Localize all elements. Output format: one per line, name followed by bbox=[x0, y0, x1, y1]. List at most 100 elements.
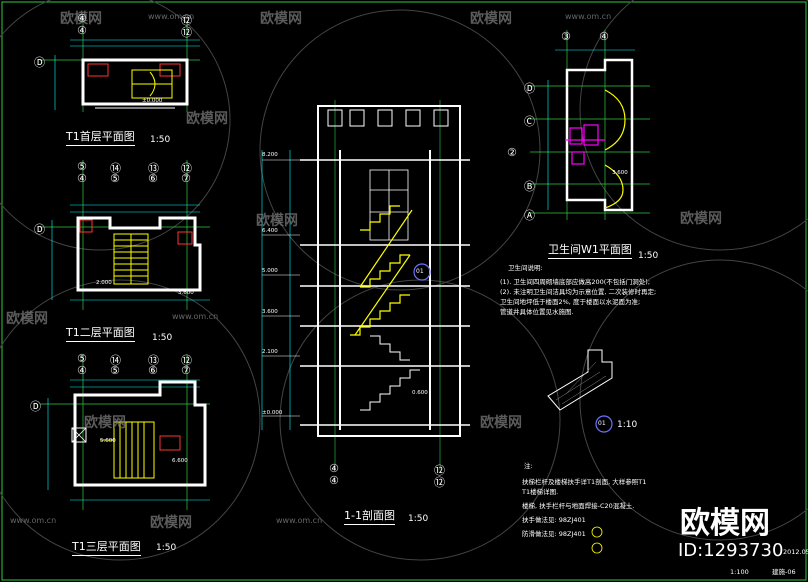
level-label: ±0.000 bbox=[142, 98, 163, 104]
axis-label: ④ bbox=[77, 364, 87, 377]
axis-label: ⑤ bbox=[77, 352, 87, 365]
brand-id: ID:1293730 bbox=[678, 540, 784, 561]
watermark-brand: 欧模网 bbox=[470, 11, 512, 27]
level-label: 3.600 bbox=[612, 170, 628, 176]
level-label: 5.600 bbox=[100, 438, 116, 444]
axis-label: ⑥ bbox=[148, 172, 158, 185]
detail-scale: 1:10 bbox=[617, 420, 638, 430]
third-floor-plan bbox=[40, 355, 210, 510]
level-label: 3.600 bbox=[178, 290, 194, 296]
axis-label: ⑤ bbox=[110, 172, 120, 185]
axis-label: ⑭ bbox=[110, 354, 121, 367]
watermark-url: www.om.cn bbox=[148, 12, 195, 21]
axis-label: Ⓐ bbox=[524, 209, 535, 222]
main-note-line: 楼梯, 扶手栏杆与地面焊接-C20混凝土. bbox=[522, 502, 635, 510]
axis-label: ⑤ bbox=[77, 160, 87, 173]
bathroom-plan bbox=[530, 30, 650, 220]
section-1-1 bbox=[261, 100, 470, 470]
level-label: 8.200 bbox=[262, 152, 278, 158]
watermark-brand: 欧模网 bbox=[256, 213, 298, 229]
level-label: 6.400 bbox=[262, 228, 278, 234]
main-notes-heading: 注: bbox=[524, 462, 533, 470]
second-floor-scale: 1:50 bbox=[152, 333, 173, 343]
bathroom-note-line: 管道井具体位置见水施图. bbox=[500, 308, 574, 316]
watermark-brand: 欧模网 bbox=[480, 415, 522, 431]
level-label: 6.600 bbox=[172, 458, 188, 464]
third-floor-title: T1三层平面图 bbox=[72, 538, 141, 556]
bathroom-notes-heading: 卫生间说明: bbox=[508, 264, 543, 272]
axis-label: Ⓓ bbox=[34, 223, 45, 236]
axis-label: ⑬ bbox=[148, 162, 159, 175]
bathroom-note-line: (2). 未注明卫生间洁具均为示意位置, 二次装修时再定; bbox=[500, 288, 657, 296]
axis-label: Ⓒ bbox=[524, 115, 535, 128]
watermark-brand: 欧模网 bbox=[60, 11, 102, 27]
brand-name: 欧模网 bbox=[680, 506, 770, 541]
axis-label: ⑫ bbox=[181, 162, 192, 175]
axis-label: ⑥ bbox=[148, 364, 158, 377]
second-floor-title: T1二层平面图 bbox=[66, 324, 135, 342]
third-floor-scale: 1:50 bbox=[156, 543, 177, 553]
level-label: 0.600 bbox=[412, 390, 428, 396]
watermark-brand: 欧模网 bbox=[260, 11, 302, 27]
watermark-url: www.om.cn bbox=[172, 312, 219, 321]
watermark-url: www.om.cn bbox=[10, 516, 57, 525]
axis-label: ② bbox=[507, 146, 517, 159]
level-label: 3.600 bbox=[262, 309, 278, 315]
second-floor-stair bbox=[113, 233, 149, 285]
section-stair bbox=[350, 205, 413, 336]
axis-label: ④ bbox=[77, 172, 87, 185]
axis-label: ③ bbox=[561, 30, 571, 43]
main-note-line: 扶梯栏杆及楼梯扶手详T1剖面, 大样参照T1 bbox=[522, 478, 647, 486]
axis-label: ⑫ bbox=[181, 14, 192, 27]
level-label: ±0.000 bbox=[262, 410, 283, 416]
axis-label: ④ bbox=[329, 462, 339, 475]
axis-label: ⑦ bbox=[181, 364, 191, 377]
bathroom-note-line: 卫生间地坪低于楼面2%, 度于楼面以水泥面为准; bbox=[500, 298, 641, 306]
axis-label: ⑤ bbox=[110, 364, 120, 377]
main-note-line: 防滑做法见: 98ZJ401 bbox=[522, 530, 586, 538]
axis-label: ⑫ bbox=[181, 354, 192, 367]
axis-label: ⑫ bbox=[181, 26, 192, 39]
watermark-brand: 欧模网 bbox=[84, 415, 126, 431]
first-floor-plan bbox=[40, 22, 200, 112]
watermark-url: www.om.cn bbox=[276, 516, 323, 525]
bathroom-note-line: (1). 卫生间四周砌墙底部应做高200(不包括门洞处); bbox=[500, 278, 651, 286]
title-block-scale: 1:100 bbox=[730, 568, 749, 576]
second-floor-plan bbox=[40, 160, 210, 310]
bathroom-scale: 1:50 bbox=[638, 251, 659, 261]
level-label: 2.000 bbox=[96, 280, 112, 286]
axis-label: Ⓓ bbox=[30, 400, 41, 413]
watermark-url: www.om.cn bbox=[565, 12, 612, 21]
axis-label: ⑫ bbox=[434, 464, 445, 477]
bathroom-title: 卫生间W1平面图 bbox=[548, 241, 632, 259]
axis-label: ④ bbox=[599, 30, 609, 43]
detail-mark: 01 bbox=[598, 420, 606, 427]
third-floor-stair bbox=[100, 421, 155, 479]
title-block-date: 2012.05 bbox=[783, 548, 808, 556]
watermark-brand: 欧模网 bbox=[6, 311, 48, 327]
axis-label: ④ bbox=[77, 24, 87, 37]
first-floor-title: T1首层平面图 bbox=[66, 128, 135, 146]
axis-label: ⑬ bbox=[148, 354, 159, 367]
level-label: 5.000 bbox=[262, 268, 278, 274]
first-floor-scale: 1:50 bbox=[150, 135, 171, 145]
bathroom-fixtures bbox=[565, 124, 605, 165]
title-block-number: 建施-06 bbox=[772, 568, 796, 576]
axis-label: Ⓓ bbox=[34, 56, 45, 69]
axis-label: ⑫ bbox=[434, 476, 445, 489]
watermark-brand: 欧模网 bbox=[680, 211, 722, 227]
axis-label: Ⓑ bbox=[524, 180, 535, 193]
section-mark: 01 bbox=[416, 268, 424, 275]
watermark-brand: 欧模网 bbox=[186, 111, 228, 127]
axis-label: ④ bbox=[77, 12, 87, 25]
main-note-line: T1楼梯详图. bbox=[522, 488, 559, 496]
detail-01 bbox=[547, 349, 613, 433]
watermark-brand: 欧模网 bbox=[150, 515, 192, 531]
level-label: 2.100 bbox=[262, 349, 278, 355]
axis-label: ⑭ bbox=[110, 162, 121, 175]
axis-label: Ⓓ bbox=[524, 82, 535, 95]
main-note-line: 扶手做法见: 98ZJ401 bbox=[522, 516, 586, 524]
axis-label: ④ bbox=[329, 474, 339, 487]
